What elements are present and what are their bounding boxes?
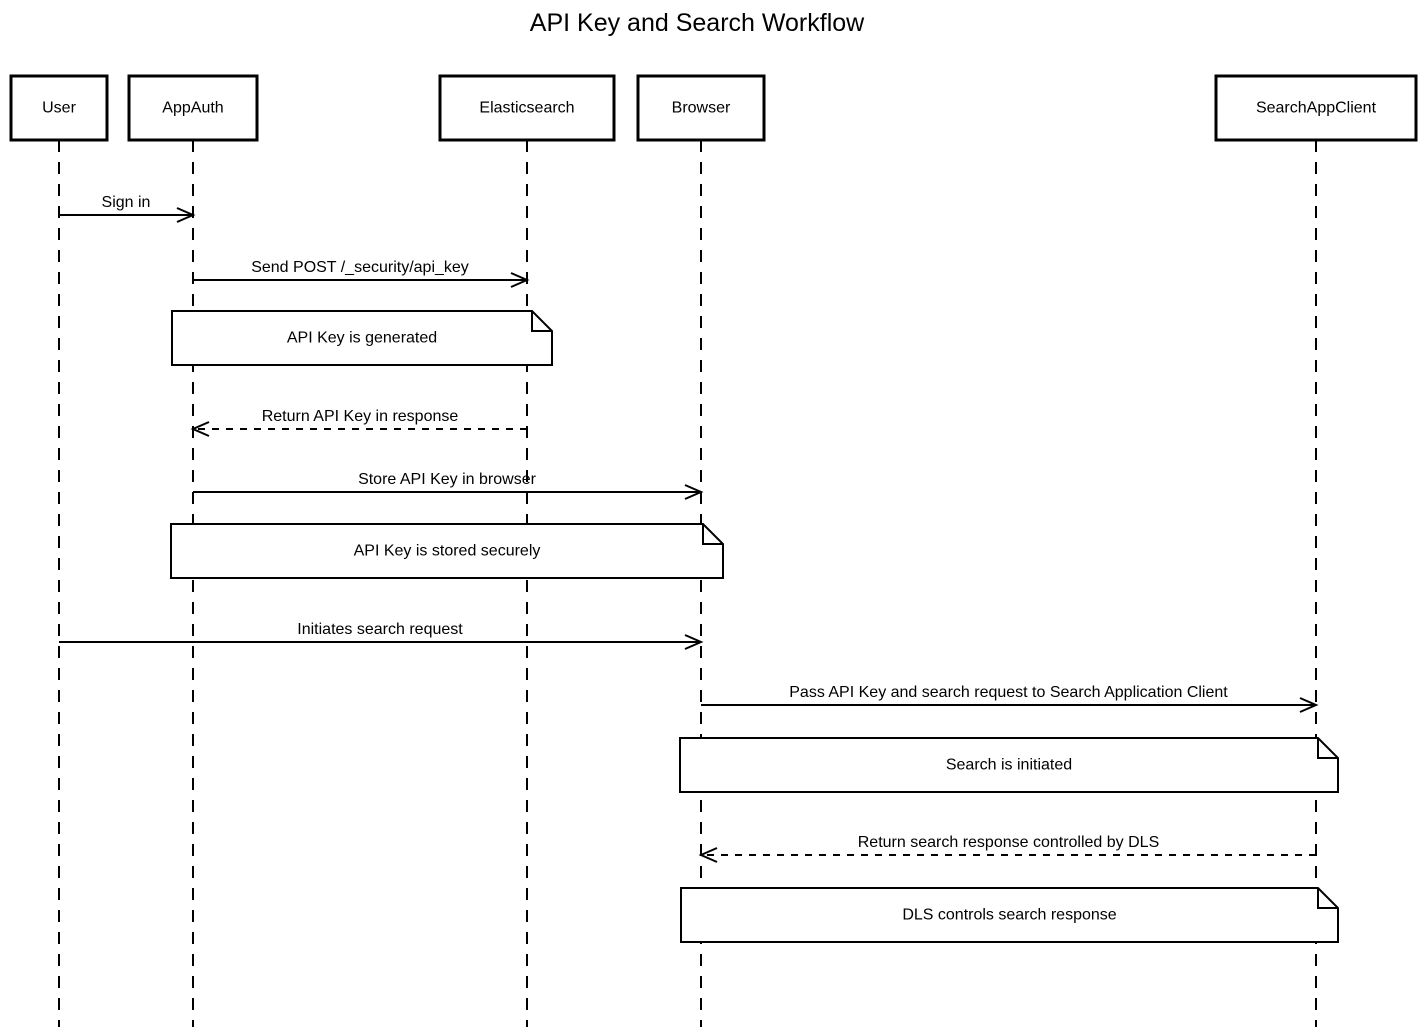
message-arrowhead-5 — [1299, 697, 1319, 713]
participant-label-browser: Browser — [672, 100, 731, 117]
message-label-1: Send POST /_security/api_key — [251, 259, 469, 276]
note-fold-icon-3 — [1317, 888, 1338, 909]
message-label-2: Return API Key in response — [262, 408, 459, 425]
message-arrowhead-2 — [190, 421, 210, 437]
note-box-1 — [170, 523, 724, 579]
message-arrowhead-3 — [684, 484, 704, 500]
note-fold-icon-0 — [531, 311, 552, 332]
note-box-0 — [171, 310, 553, 366]
message-label-3: Store API Key in browser — [358, 471, 537, 488]
message-arrowhead-4 — [684, 634, 704, 650]
note-box-3 — [680, 887, 1339, 943]
message-arrowhead-0 — [176, 207, 196, 223]
participant-label-appauth: AppAuth — [162, 100, 223, 117]
participant-label-user: User — [42, 100, 76, 117]
participant-box-searchappclient — [1214, 74, 1418, 142]
note-box-2 — [679, 737, 1339, 793]
message-label-4: Initiates search request — [297, 621, 463, 638]
diagram-title: API Key and Search Workflow — [529, 9, 865, 37]
message-label-5: Pass API Key and search request to Searc… — [789, 684, 1228, 701]
participant-label-searchappclient: SearchAppClient — [1256, 100, 1377, 117]
participant-box-appauth — [127, 74, 259, 142]
note-label-2: Search is initiated — [946, 757, 1072, 774]
participant-box-elasticsearch — [438, 74, 616, 142]
message-label-0: Sign in — [102, 194, 151, 211]
participant-box-browser — [636, 74, 766, 142]
note-fold-icon-2 — [1317, 738, 1338, 759]
participant-box-user — [9, 74, 109, 142]
note-label-0: API Key is generated — [287, 330, 437, 347]
participant-label-elasticsearch: Elasticsearch — [479, 100, 574, 117]
message-label-6: Return search response controlled by DLS — [858, 834, 1160, 851]
message-arrowhead-6 — [698, 847, 718, 863]
note-fold-icon-1 — [702, 524, 723, 545]
message-arrowhead-1 — [510, 272, 530, 288]
note-label-3: DLS controls search response — [902, 907, 1116, 924]
note-label-1: API Key is stored securely — [354, 543, 541, 560]
